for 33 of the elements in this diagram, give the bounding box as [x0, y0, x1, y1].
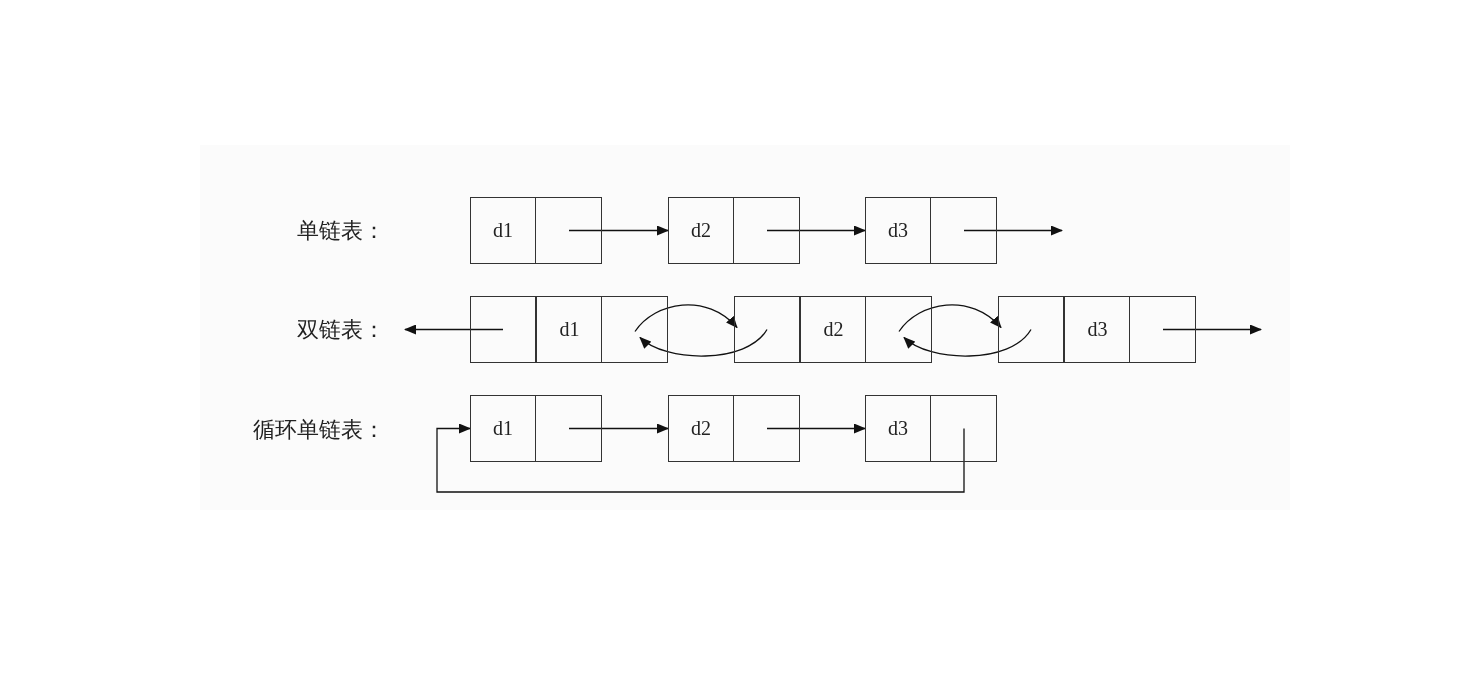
arrow — [639, 328, 768, 357]
list-node — [470, 197, 602, 264]
list-node — [668, 395, 800, 462]
data-value: d1 — [493, 219, 513, 242]
data-value: d2 — [691, 417, 711, 440]
row-label: 循环单链表： — [253, 416, 385, 444]
arrow — [404, 324, 504, 335]
arrow — [634, 304, 738, 333]
row-label: 双链表： — [297, 316, 385, 344]
list-node — [734, 296, 932, 363]
data-value: d3 — [888, 417, 908, 440]
list-node — [865, 197, 997, 264]
data-value: d2 — [691, 219, 711, 242]
arrow — [436, 423, 965, 493]
row-label: 单链表： — [297, 217, 385, 245]
data-value: d3 — [888, 219, 908, 242]
data-value: d1 — [493, 417, 513, 440]
list-node — [470, 395, 602, 462]
arrow — [898, 304, 1002, 333]
arrow — [963, 225, 1063, 236]
data-value: d3 — [1087, 318, 1108, 341]
data-value: d2 — [823, 318, 844, 341]
arrow — [766, 423, 866, 434]
data-value: d1 — [559, 318, 580, 341]
arrow — [568, 225, 669, 236]
list-node — [470, 296, 668, 363]
list-node — [865, 395, 997, 462]
list-node — [668, 197, 800, 264]
arrow — [903, 328, 1032, 357]
arrow — [766, 225, 866, 236]
list-node — [998, 296, 1196, 363]
arrow — [1162, 324, 1262, 335]
arrow — [568, 423, 669, 434]
